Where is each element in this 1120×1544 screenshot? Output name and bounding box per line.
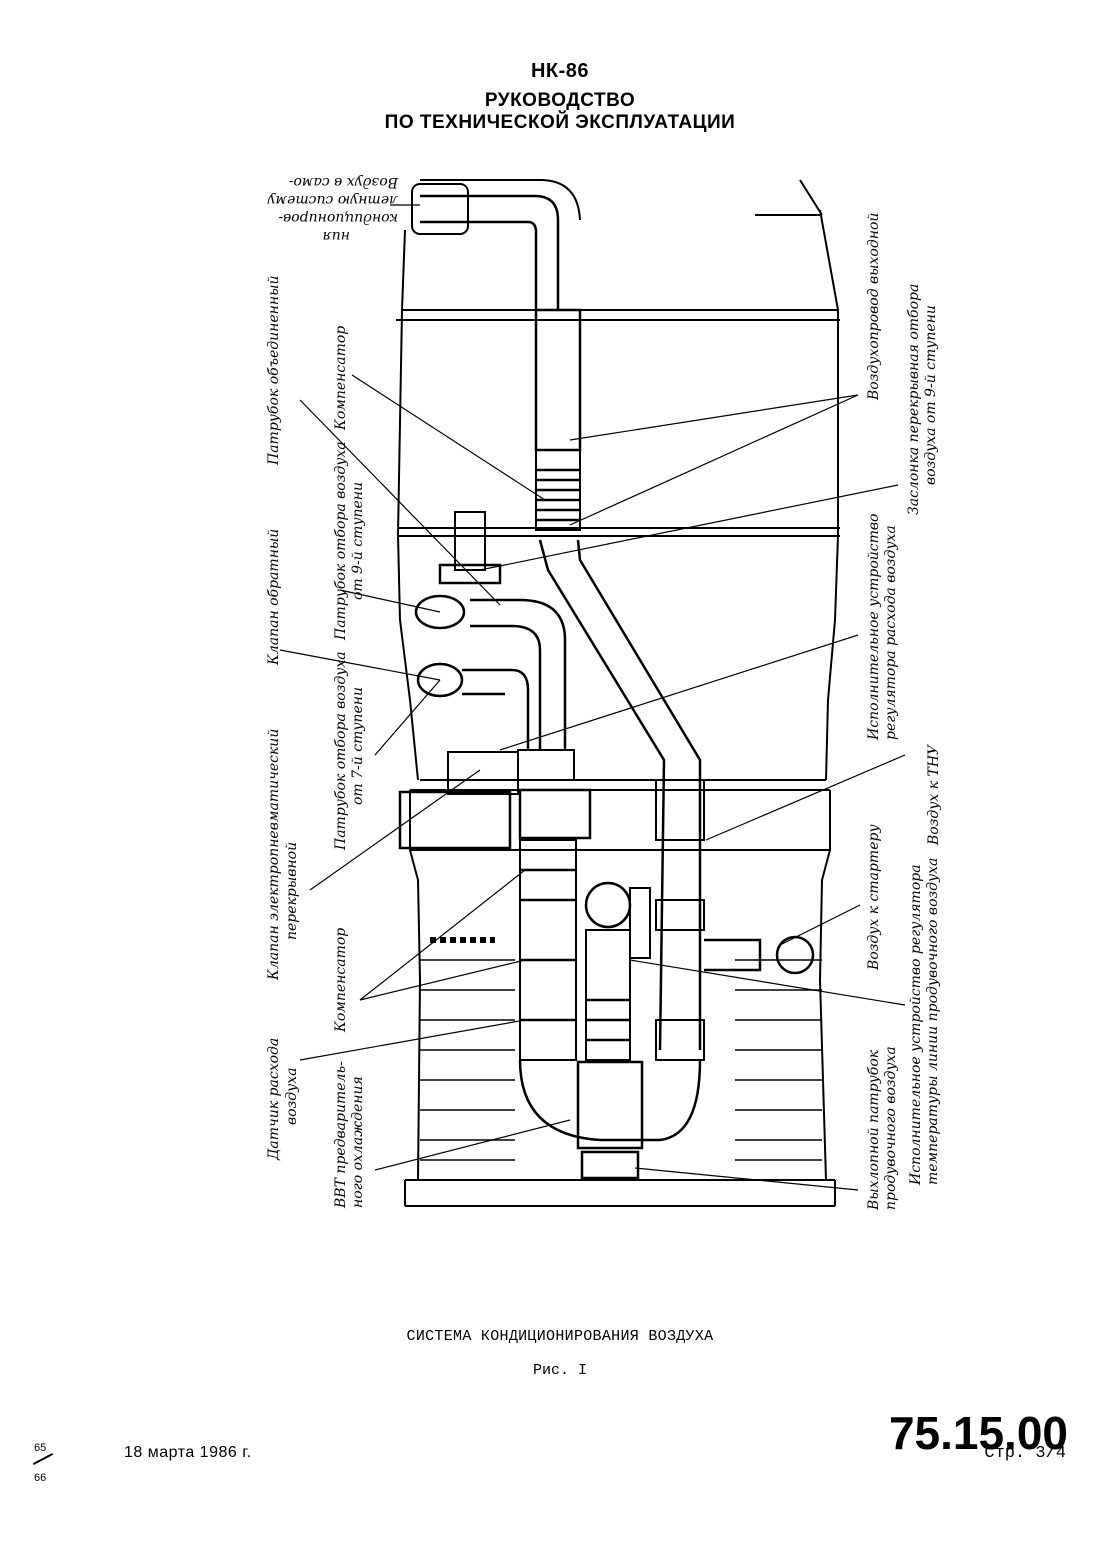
label-pipe-combined: Патрубок объединенный	[266, 275, 282, 466]
label-precooler-line1: ВВТ предваритель-	[333, 1061, 349, 1209]
leader-lines	[279, 204, 906, 1191]
engine-model: НК-86	[530, 60, 590, 82]
sheet-number-top: 65	[34, 1442, 47, 1454]
bleed-pipes	[398, 511, 702, 1180]
label-bleed7-line1: Патрубок отбора воздуха	[333, 651, 349, 851]
engine-ribs	[420, 959, 822, 1161]
label-bleed9-line1: Патрубок отбора воздуха	[333, 441, 349, 641]
figure-number: Рис. I	[532, 1362, 587, 1379]
label-actuator-temp-line2: температуры линии продувочного воздуха	[925, 858, 941, 1185]
label-air-to-ac-line3: кондициониров-	[278, 210, 398, 226]
label-precooler-line2: ного охлаждения	[350, 1076, 366, 1208]
label-compensator-bottom: Компенсатор	[333, 928, 349, 1033]
label-flow-sensor-line1: Датчик расхода	[266, 1038, 282, 1161]
label-air-to-ac-line2: летную систему	[267, 192, 398, 208]
manual-title-line1: РУКОВОДСТВО	[484, 90, 636, 111]
label-solenoid-line1: Клапан электропневматический	[266, 729, 282, 981]
sheet-number-bottom: 66	[34, 1472, 47, 1484]
manual-title-line2: ПО ТЕХНИЧЕСКОЙ ЭКСПЛУАТАЦИИ	[384, 112, 736, 133]
label-bleed9-line2: от 9-й ступени	[350, 482, 366, 600]
label-shutoff-line2: воздуха от 9-й ступени	[923, 305, 939, 485]
label-actuator-flow-line2: регулятора расхода воздуха	[883, 525, 899, 740]
label-shutoff-line1: Заслонка перекрывная отбора	[906, 284, 922, 515]
label-check-valve: Клапан обратный	[266, 529, 282, 666]
label-solenoid-line2: перекрывной	[284, 842, 300, 940]
label-air-to-ac-line4: ния	[322, 228, 350, 244]
engine-outline	[396, 179, 840, 1207]
label-exhaust-line2: продувочного воздуха	[883, 1046, 899, 1210]
label-air-to-tnu: Воздух к ТНУ	[926, 744, 942, 846]
page-number: Стр. 3/4	[984, 1444, 1066, 1463]
label-air-to-starter: Воздух к стартеру	[866, 824, 882, 971]
figure-caption-title: СИСТЕМА КОНДИЦИОНИРОВАНИЯ ВОЗДУХА	[406, 1328, 714, 1345]
label-compensator-top: Компенсатор	[333, 326, 349, 431]
label-flow-sensor-line2: воздуха	[284, 1068, 300, 1125]
outlet-air-duct	[411, 179, 815, 1061]
label-actuator-flow-line1: Исполнительное устройство	[866, 514, 882, 741]
label-bleed7-line2: от 7-й ступени	[350, 687, 366, 805]
chapter-code: 75.15.00	[888, 1407, 1068, 1459]
revision-date: 18 марта 1986 г.	[124, 1444, 252, 1461]
label-exhaust-line1: Выхлопной патрубок	[866, 1049, 882, 1211]
label-actuator-temp-line1: Исполнительное устройство регулятора	[908, 864, 924, 1186]
label-air-to-ac-line1: Воздух в само-	[288, 174, 399, 190]
label-outlet-duct: Воздухопровод выходной	[866, 213, 882, 401]
